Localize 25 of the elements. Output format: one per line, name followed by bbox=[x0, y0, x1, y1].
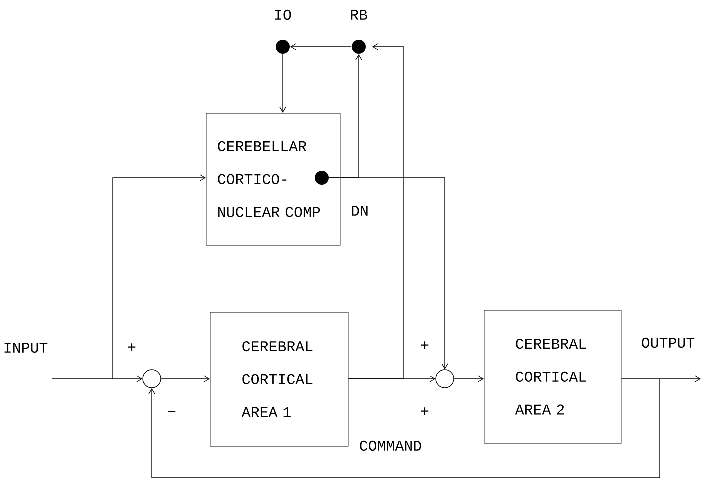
sign-label: + bbox=[421, 408, 429, 415]
process-box: CEREBRAL CORTICAL AREA 1 bbox=[210, 312, 349, 447]
signal-label: INPUT bbox=[4, 343, 48, 353]
signal-label: OUTPUT bbox=[642, 338, 695, 348]
arrow bbox=[280, 54, 286, 113]
sign-label: − bbox=[168, 411, 176, 412]
arrow bbox=[454, 376, 484, 382]
arrow bbox=[348, 44, 404, 380]
arrow bbox=[329, 178, 448, 370]
dot-label: RB bbox=[351, 10, 368, 20]
signal-label: COMMAND bbox=[360, 440, 422, 452]
arrow bbox=[621, 376, 701, 382]
process-box: CEREBELLAR CORTICO- NUCLEAR COMP bbox=[206, 113, 341, 246]
dot-label: DN bbox=[352, 206, 368, 216]
arrow bbox=[52, 376, 143, 382]
arrow bbox=[148, 378, 660, 478]
dot-label: IO bbox=[276, 10, 292, 20]
summing-circle bbox=[142, 370, 162, 388]
sign-label: + bbox=[128, 344, 136, 351]
arrow bbox=[161, 376, 210, 382]
sign-label: + bbox=[421, 342, 429, 349]
arrow bbox=[290, 44, 352, 50]
arrow bbox=[112, 174, 206, 380]
summing-circle bbox=[436, 370, 454, 388]
process-box: CEREBRAL CORTICAL AREA 2 bbox=[484, 310, 622, 444]
